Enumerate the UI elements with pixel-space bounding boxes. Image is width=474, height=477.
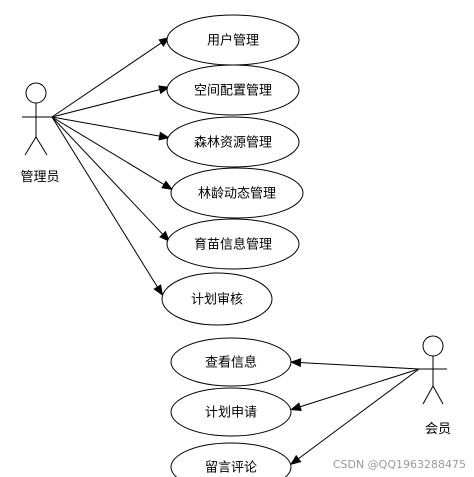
association-line-uc6 <box>51 116 159 289</box>
association-line-uc2 <box>51 88 162 118</box>
arrowhead-uc6 <box>153 284 163 296</box>
arrowhead-uc5 <box>159 230 170 242</box>
association-line-uc8 <box>298 368 420 408</box>
watermark-text: CSDN @QQ1963288475 <box>333 458 466 471</box>
use-case-group: 用户管理空间配置管理森林资源管理林龄动态管理育苗信息管理计划审核查看信息计划申请… <box>161 14 304 477</box>
use-case-uc5: 育苗信息管理 <box>166 218 300 270</box>
actor-member-right-leg <box>432 385 444 405</box>
use-case-uc3: 森林资源管理 <box>166 116 300 168</box>
use-case-label: 育苗信息管理 <box>194 237 272 253</box>
use-case-label: 空间配置管理 <box>194 84 272 99</box>
actor-admin-head <box>25 82 47 104</box>
association-line-uc7 <box>298 361 420 370</box>
association-line-uc3 <box>51 116 162 137</box>
arrowhead-uc4 <box>161 180 173 190</box>
use-case-ellipse <box>170 337 292 387</box>
association-line-uc1 <box>51 41 163 118</box>
use-case-ellipse <box>170 442 292 477</box>
association-line-uc5 <box>51 116 165 236</box>
use-case-ellipse <box>170 387 292 437</box>
use-case-label: 查看信息 <box>205 355 257 371</box>
use-case-uc7: 查看信息 <box>170 337 292 387</box>
actor-member-left-leg <box>422 385 434 405</box>
use-case-ellipse <box>161 272 273 326</box>
use-case-label: 森林资源管理 <box>194 136 272 151</box>
arrowhead-uc3 <box>158 131 170 141</box>
actor-admin-right-leg <box>35 136 48 156</box>
use-case-uc9: 留言评论 <box>170 442 292 477</box>
actor-admin-left-leg <box>24 136 37 156</box>
use-case-label: 计划申请 <box>205 406 257 421</box>
use-case-ellipse <box>166 64 300 116</box>
use-case-uc6: 计划审核 <box>161 272 273 326</box>
use-case-label: 计划审核 <box>191 293 243 308</box>
use-case-ellipse <box>166 116 300 168</box>
actor-admin: 管理员 <box>20 82 60 185</box>
arrowhead-uc7 <box>290 358 302 368</box>
actor-member: 会员 <box>419 335 451 437</box>
arrowhead-uc9 <box>290 454 302 465</box>
actor-member-label: 会员 <box>425 422 451 437</box>
use-case-uc4: 林龄动态管理 <box>170 167 304 219</box>
use-case-uc1: 用户管理 <box>166 14 300 66</box>
use-case-label: 留言评论 <box>205 461 257 476</box>
use-case-label: 林龄动态管理 <box>198 187 276 202</box>
use-case-ellipse <box>166 218 300 270</box>
association-lines <box>51 37 420 465</box>
use-case-uc8: 计划申请 <box>170 387 292 437</box>
actor-member-head <box>422 335 444 357</box>
association-line-uc4 <box>51 116 166 186</box>
actor-admin-label: 管理员 <box>20 170 59 185</box>
association-line-uc9 <box>296 368 420 461</box>
use-case-ellipse <box>170 167 304 219</box>
use-case-label: 用户管理 <box>207 33 259 49</box>
arrowhead-uc8 <box>290 402 302 411</box>
use-case-uc2: 空间配置管理 <box>166 64 300 116</box>
